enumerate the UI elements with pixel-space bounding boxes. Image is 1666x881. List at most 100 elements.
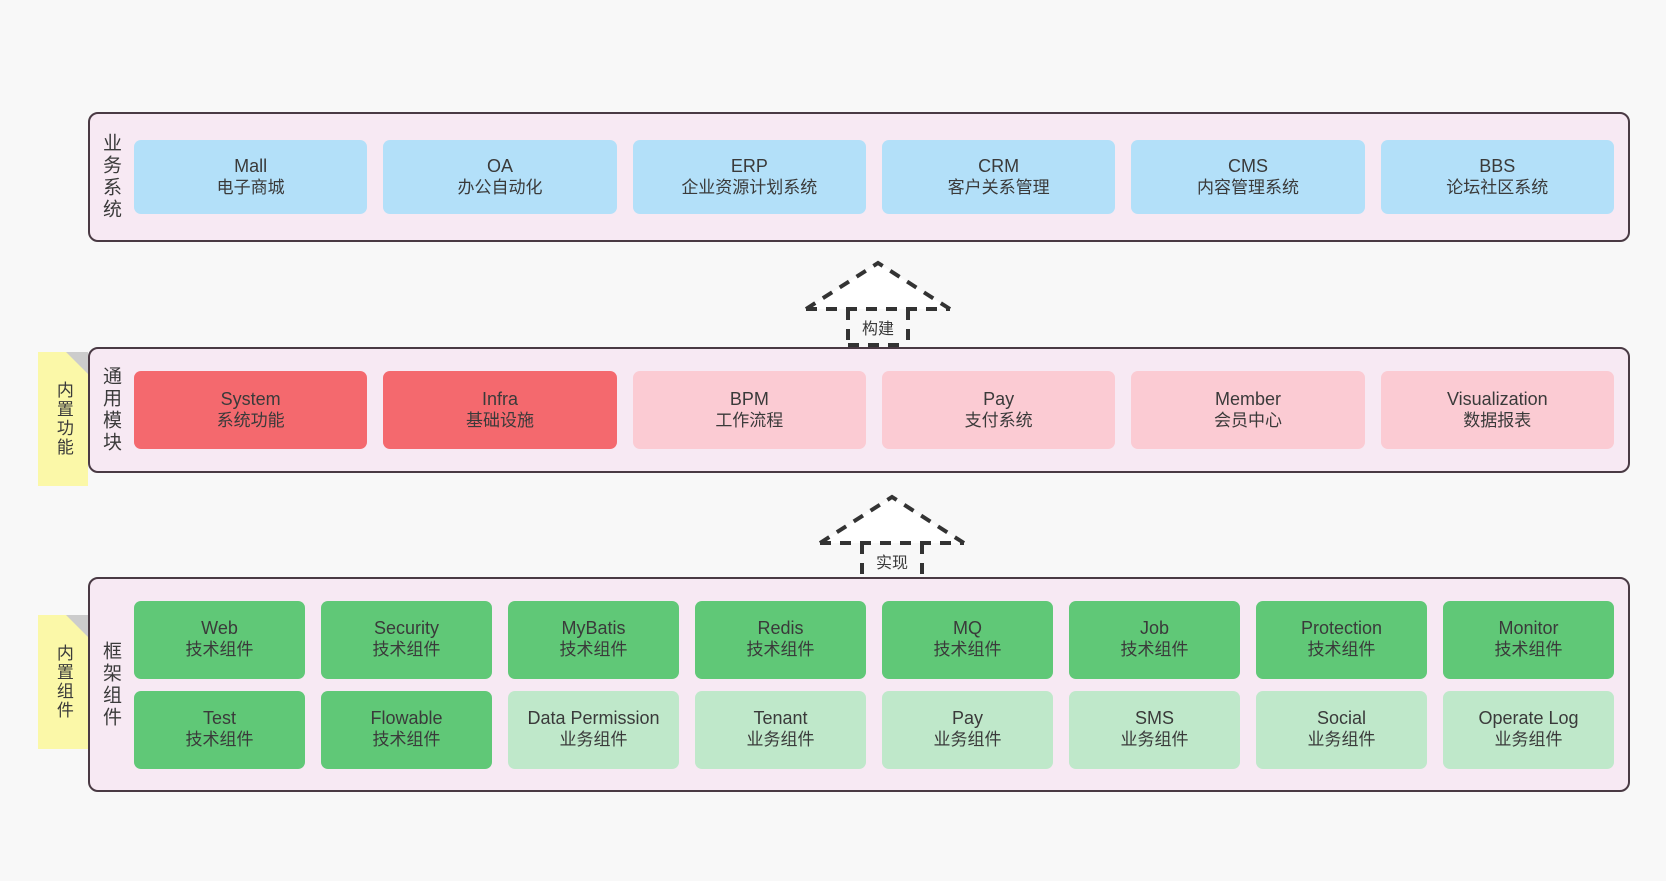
- module-box-job[interactable]: Job 技术组件: [1069, 600, 1240, 679]
- framework-row-technical: Web 技术组件 Security 技术组件 MyBatis 技术组件 Redi…: [134, 600, 1614, 679]
- module-title: Protection: [1300, 618, 1383, 639]
- sticky-note-builtin-functions: 内置功能: [38, 352, 88, 486]
- connector-build: 构建: [798, 253, 958, 347]
- module-box-data-permission[interactable]: Data Permission 业务组件: [508, 690, 679, 769]
- module-subtitle: 论坛社区系统: [1446, 177, 1549, 197]
- module-box-crm[interactable]: CRM 客户关系管理: [881, 140, 1116, 214]
- module-title: Mall: [234, 155, 268, 176]
- module-subtitle: 技术组件: [1494, 640, 1563, 660]
- layer-common-modules: 通用模块 System 系统功能 Infra 基础设施 BPM 工作流程 Pay…: [88, 347, 1630, 473]
- layer-caption-business-systems: 业务系统: [99, 133, 121, 221]
- module-subtitle: 基础设施: [465, 410, 534, 430]
- module-box-visualization[interactable]: Visualization 数据报表: [1380, 371, 1614, 449]
- layer-body-common-modules: System 系统功能 Infra 基础设施 BPM 工作流程 Pay 支付系统…: [130, 349, 1628, 471]
- module-subtitle: 技术组件: [746, 640, 815, 660]
- framework-row-business: Test 技术组件 Flowable 技术组件 Data Permission …: [134, 690, 1614, 769]
- module-title: MyBatis: [561, 618, 626, 639]
- module-subtitle: 技术组件: [559, 640, 628, 660]
- module-title: BPM: [729, 388, 769, 409]
- module-box-tenant[interactable]: Tenant 业务组件: [695, 690, 866, 769]
- module-subtitle: 数据报表: [1463, 410, 1532, 430]
- layer-body-business-systems: Mall 电子商城 OA 办公自动化 ERP 企业资源计划系统 CRM 客户关系…: [130, 114, 1628, 240]
- note-fold-corner-icon: [66, 615, 88, 637]
- module-subtitle: 技术组件: [185, 730, 254, 750]
- module-title: MQ: [953, 618, 982, 639]
- module-title: Pay: [983, 388, 1015, 409]
- module-box-test[interactable]: Test 技术组件: [134, 690, 305, 769]
- module-subtitle: 客户关系管理: [947, 177, 1050, 197]
- connector-implement-label: 实现: [875, 555, 909, 572]
- module-box-operate-log[interactable]: Operate Log 业务组件: [1443, 690, 1614, 769]
- module-title: Infra: [481, 388, 518, 409]
- module-subtitle: 业务组件: [933, 730, 1002, 750]
- module-subtitle: 支付系统: [964, 410, 1033, 430]
- sticky-note-label: 内置功能: [53, 381, 73, 457]
- module-title: Tenant: [753, 708, 808, 729]
- module-subtitle: 技术组件: [372, 640, 441, 660]
- module-box-mall[interactable]: Mall 电子商城: [134, 140, 368, 214]
- module-title: Test: [202, 708, 236, 729]
- module-title: CMS: [1227, 155, 1268, 176]
- module-title: Flowable: [370, 708, 443, 729]
- module-subtitle: 业务组件: [1120, 730, 1189, 750]
- module-title: OA: [486, 155, 513, 176]
- module-title: Social: [1316, 708, 1367, 729]
- module-box-protection[interactable]: Protection 技术组件: [1256, 600, 1427, 679]
- module-title: CRM: [978, 155, 1020, 176]
- module-box-web[interactable]: Web 技术组件: [134, 600, 305, 679]
- common-modules-row: System 系统功能 Infra 基础设施 BPM 工作流程 Pay 支付系统…: [134, 371, 1614, 449]
- sticky-note-label: 内置组件: [53, 644, 73, 720]
- module-title: Job: [1139, 618, 1170, 639]
- module-box-infra[interactable]: Infra 基础设施: [383, 371, 617, 449]
- module-box-cms[interactable]: CMS 内容管理系统: [1131, 140, 1365, 214]
- business-systems-row: Mall 电子商城 OA 办公自动化 ERP 企业资源计划系统 CRM 客户关系…: [134, 140, 1614, 214]
- module-subtitle: 内容管理系统: [1196, 177, 1299, 197]
- module-subtitle: 业务组件: [1494, 730, 1563, 750]
- module-box-bbs[interactable]: BBS 论坛社区系统: [1380, 140, 1614, 214]
- module-title: Pay: [951, 708, 984, 729]
- connector-implement: 实现: [812, 487, 972, 581]
- module-title: ERP: [730, 155, 768, 176]
- module-box-security[interactable]: Security 技术组件: [321, 600, 492, 679]
- module-subtitle: 企业资源计划系统: [681, 177, 818, 197]
- module-subtitle: 业务组件: [559, 730, 628, 750]
- module-title: Monitor: [1498, 618, 1559, 639]
- layer-caption-framework-components: 框架组件: [99, 640, 121, 729]
- module-subtitle: 业务组件: [1307, 730, 1376, 750]
- module-subtitle: 工作流程: [715, 410, 784, 430]
- module-box-social[interactable]: Social 业务组件: [1256, 690, 1427, 769]
- module-title: SMS: [1134, 708, 1174, 729]
- module-box-mybatis[interactable]: MyBatis 技术组件: [508, 600, 679, 679]
- module-box-monitor[interactable]: Monitor 技术组件: [1443, 600, 1614, 679]
- module-subtitle: 电子商城: [216, 177, 285, 197]
- module-box-sms[interactable]: SMS 业务组件: [1069, 690, 1240, 769]
- module-box-pay[interactable]: Pay 支付系统: [881, 371, 1116, 449]
- sticky-note-builtin-components: 内置组件: [38, 615, 88, 749]
- module-subtitle: 技术组件: [933, 640, 1002, 660]
- module-title: Visualization: [1446, 388, 1548, 409]
- module-box-redis[interactable]: Redis 技术组件: [695, 600, 866, 679]
- connector-build-label: 构建: [861, 321, 895, 338]
- module-title: Redis: [757, 618, 804, 639]
- module-subtitle: 办公自动化: [457, 177, 543, 197]
- layer-framework-components: 框架组件 Web 技术组件 Security 技术组件 MyBatis 技术组件: [88, 577, 1630, 792]
- module-subtitle: 系统功能: [216, 410, 285, 430]
- module-box-flowable[interactable]: Flowable 技术组件: [321, 690, 492, 769]
- layer-body-framework-components: Web 技术组件 Security 技术组件 MyBatis 技术组件 Redi…: [130, 579, 1628, 790]
- module-subtitle: 技术组件: [185, 640, 254, 660]
- module-box-member[interactable]: Member 会员中心: [1131, 371, 1365, 449]
- module-title: Security: [373, 618, 440, 639]
- module-subtitle: 业务组件: [746, 730, 815, 750]
- module-box-erp[interactable]: ERP 企业资源计划系统: [632, 140, 866, 214]
- framework-components-rows: Web 技术组件 Security 技术组件 MyBatis 技术组件 Redi…: [134, 600, 1614, 769]
- note-fold-corner-icon: [66, 352, 88, 374]
- module-box-oa[interactable]: OA 办公自动化: [383, 140, 617, 214]
- module-box-bpm[interactable]: BPM 工作流程: [632, 371, 866, 449]
- module-box-mq[interactable]: MQ 技术组件: [882, 600, 1053, 679]
- module-subtitle: 技术组件: [372, 730, 441, 750]
- module-box-pay-business[interactable]: Pay 业务组件: [882, 690, 1053, 769]
- module-subtitle: 技术组件: [1307, 640, 1376, 660]
- module-title: Data Permission: [527, 708, 660, 729]
- module-box-system[interactable]: System 系统功能: [134, 371, 368, 449]
